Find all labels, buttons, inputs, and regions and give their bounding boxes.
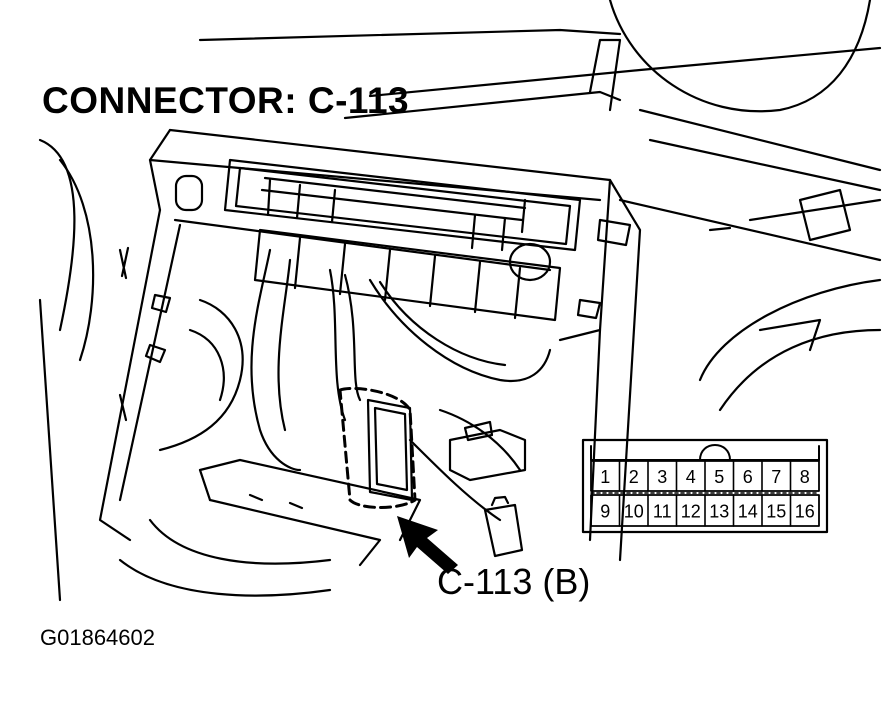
secondary-connectors — [448, 420, 527, 558]
figure-code: G01864602 — [40, 625, 155, 650]
pin-number: 1 — [600, 467, 610, 487]
pin-number: 8 — [800, 467, 810, 487]
center-console-bezel — [98, 128, 642, 562]
dashboard-outline — [38, 0, 882, 602]
pin-number: 10 — [624, 502, 644, 522]
pin-number: 7 — [771, 467, 781, 487]
diagram-title: CONNECTOR: C-113 — [42, 80, 410, 121]
pin-number: 13 — [709, 502, 729, 522]
pin-number: 14 — [738, 502, 758, 522]
pin-number: 4 — [686, 467, 696, 487]
connector-callout-label: C-113 (B) — [437, 561, 591, 602]
connector-highlight — [338, 386, 417, 509]
pointer-arrow — [397, 516, 458, 574]
head-unit — [223, 158, 582, 322]
pin-number: 12 — [681, 502, 701, 522]
pin-number: 9 — [600, 502, 610, 522]
pin-number: 16 — [795, 502, 815, 522]
pin-number: 15 — [766, 502, 786, 522]
pin-number: 3 — [657, 467, 667, 487]
pin-number: 2 — [629, 467, 639, 487]
pin-number: 6 — [743, 467, 753, 487]
pin-number: 5 — [714, 467, 724, 487]
pin-number: 11 — [653, 502, 672, 522]
